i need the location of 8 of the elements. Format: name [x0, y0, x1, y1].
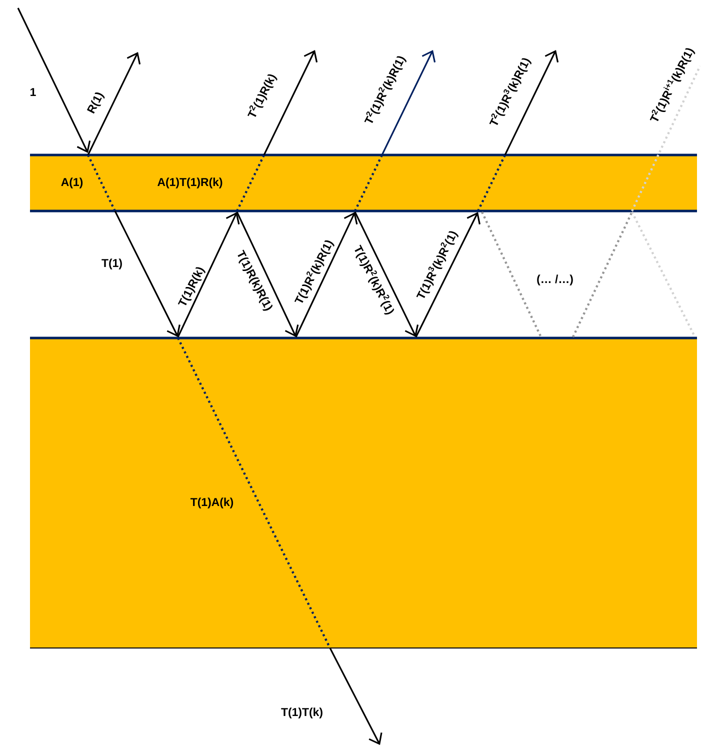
ray-label: (… /…): [537, 274, 573, 286]
ray-label: T(1): [102, 258, 122, 270]
ray-label: T(1)T(k): [281, 708, 322, 718]
ray-label: A(1)T(1)R(k): [158, 178, 222, 188]
ray-label: T(1)A(k): [190, 498, 234, 508]
ray-label: A(1): [61, 178, 83, 188]
ray-label: R(1): [86, 92, 105, 114]
ray-label: 1: [30, 88, 36, 96]
